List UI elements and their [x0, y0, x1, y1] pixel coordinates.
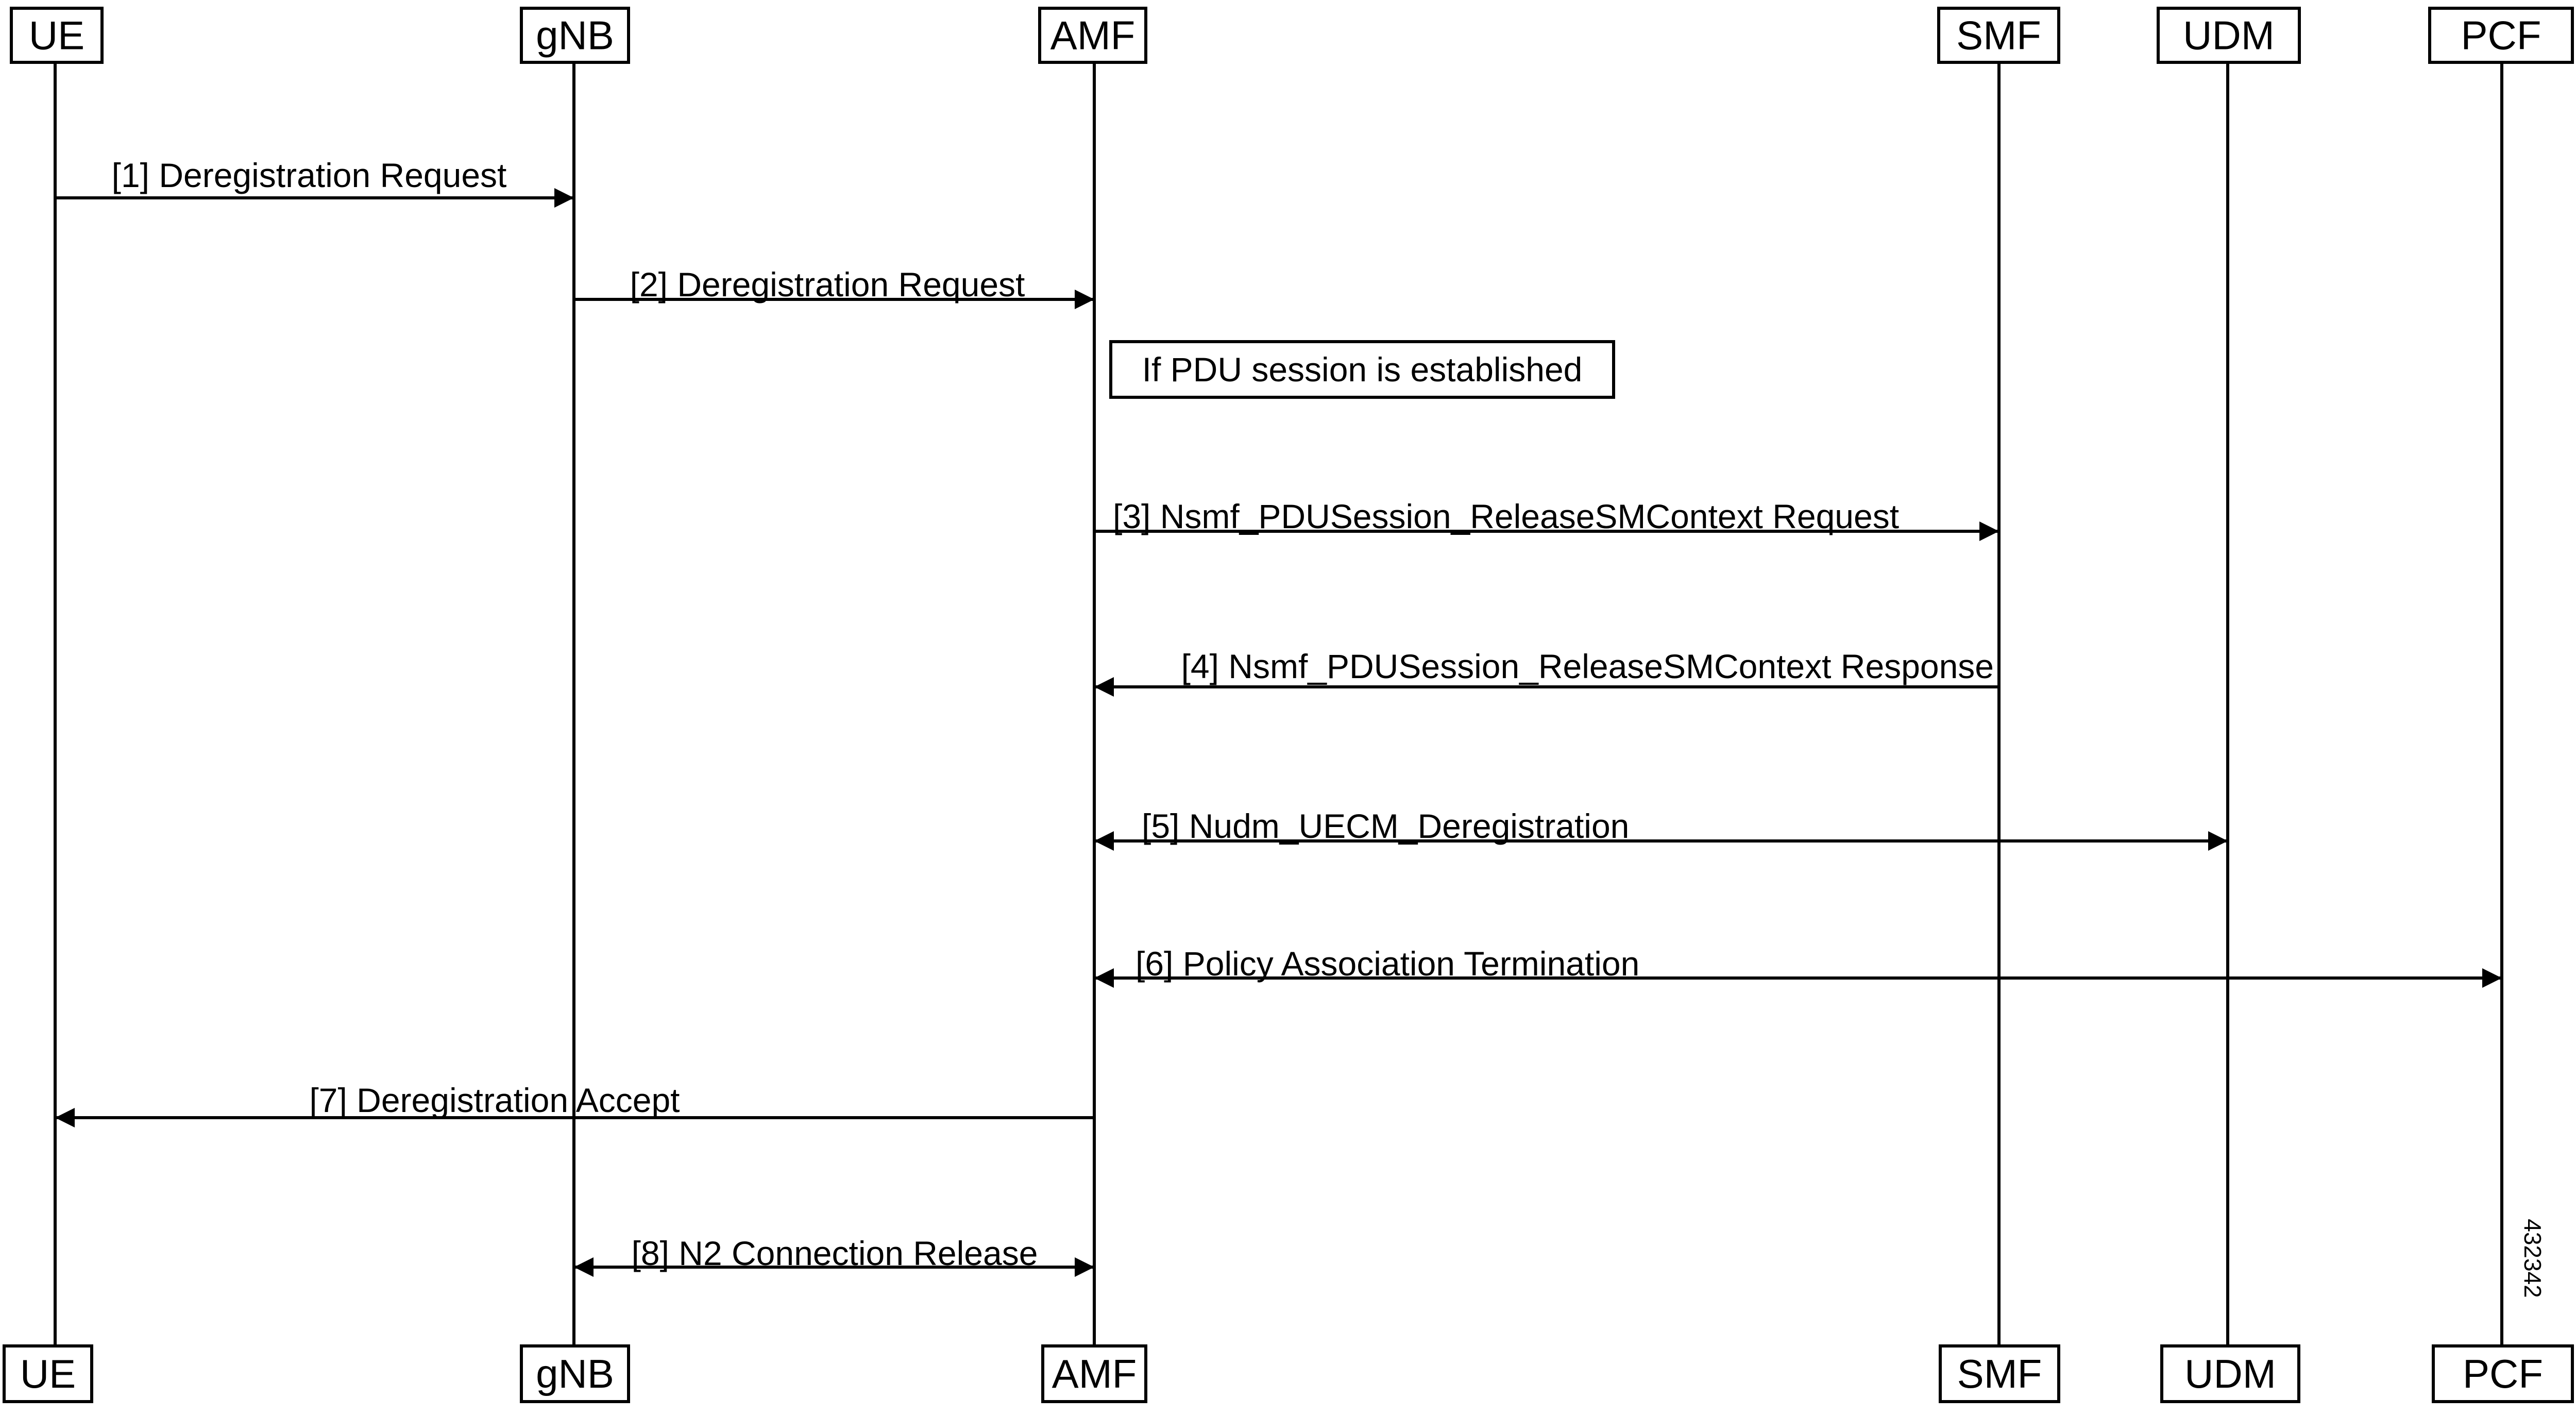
svg-text:UDM: UDM: [2183, 13, 2275, 58]
message-2: [2] Deregistration Request: [574, 265, 1094, 309]
svg-text:PCF: PCF: [2463, 1351, 2543, 1396]
message-5: [5] Nudm_UECM_Deregistration: [1094, 807, 2228, 851]
participants-top: UE gNB AMF SMF UDM PCF: [10, 7, 2574, 64]
svg-text:SMF: SMF: [1957, 1351, 2042, 1396]
svg-text:[4] Nsmf_PDUSession_ReleaseSMC: [4] Nsmf_PDUSession_ReleaseSMContext Res…: [1181, 647, 1994, 685]
figure-id: 432342: [2519, 1219, 2546, 1298]
svg-text:[7] Deregistration Accept: [7] Deregistration Accept: [309, 1081, 680, 1119]
svg-text:[8] N2 Connection Release: [8] N2 Connection Release: [632, 1234, 1038, 1272]
svg-text:gNB: gNB: [536, 1351, 614, 1396]
svg-text:UDM: UDM: [2184, 1351, 2276, 1396]
svg-text:[1] Deregistration Request: [1] Deregistration Request: [112, 156, 507, 194]
message-7: [7] Deregistration Accept: [55, 1081, 1094, 1127]
message-6: [6] Policy Association Termination: [1094, 945, 2502, 988]
message-1: [1] Deregistration Request: [55, 156, 574, 208]
svg-text:[3] Nsmf_PDUSession_ReleaseSMC: [3] Nsmf_PDUSession_ReleaseSMContext Req…: [1113, 497, 1899, 535]
participant-smf-bottom: SMF: [1939, 1344, 2060, 1403]
svg-text:UE: UE: [29, 13, 84, 58]
svg-text:AMF: AMF: [1050, 13, 1136, 58]
participant-amf-bottom: AMF: [1041, 1344, 1147, 1403]
svg-text:PCF: PCF: [2461, 13, 2541, 58]
participant-ue-bottom: UE: [3, 1344, 93, 1403]
participant-pcf-bottom: PCF: [2432, 1344, 2574, 1403]
participant-pcf-top: PCF: [2428, 7, 2574, 64]
participant-udm-top: UDM: [2157, 7, 2301, 64]
messages: [1] Deregistration Request [2] Deregistr…: [55, 156, 2502, 1277]
message-3: [3] Nsmf_PDUSession_ReleaseSMContext Req…: [1094, 497, 1999, 541]
svg-text:UE: UE: [20, 1351, 76, 1396]
svg-text:[2] Deregistration Request: [2] Deregistration Request: [630, 265, 1025, 304]
participant-amf-top: AMF: [1038, 7, 1147, 64]
svg-text:[5] Nudm_UECM_Deregistration: [5] Nudm_UECM_Deregistration: [1142, 807, 1629, 845]
svg-text:[6] Policy Association Termina: [6] Policy Association Termination: [1136, 945, 1639, 983]
participant-gnb-bottom: gNB: [520, 1344, 630, 1403]
message-4: [4] Nsmf_PDUSession_ReleaseSMContext Res…: [1094, 647, 1999, 697]
participants-bottom: UE gNB AMF SMF UDM PCF: [3, 1344, 2574, 1403]
svg-text:AMF: AMF: [1052, 1351, 1137, 1396]
participant-gnb-top: gNB: [520, 7, 630, 64]
svg-text:If PDU session is established: If PDU session is established: [1142, 350, 1583, 389]
participant-udm-bottom: UDM: [2160, 1344, 2300, 1403]
condition-note: If PDU session is established: [1109, 340, 1615, 399]
svg-text:gNB: gNB: [536, 13, 614, 58]
message-8: [8] N2 Connection Release: [574, 1234, 1094, 1277]
participant-smf-top: SMF: [1937, 7, 2060, 64]
svg-text:SMF: SMF: [1956, 13, 2041, 58]
participant-ue-top: UE: [10, 7, 104, 64]
lifelines: [54, 62, 2503, 1346]
